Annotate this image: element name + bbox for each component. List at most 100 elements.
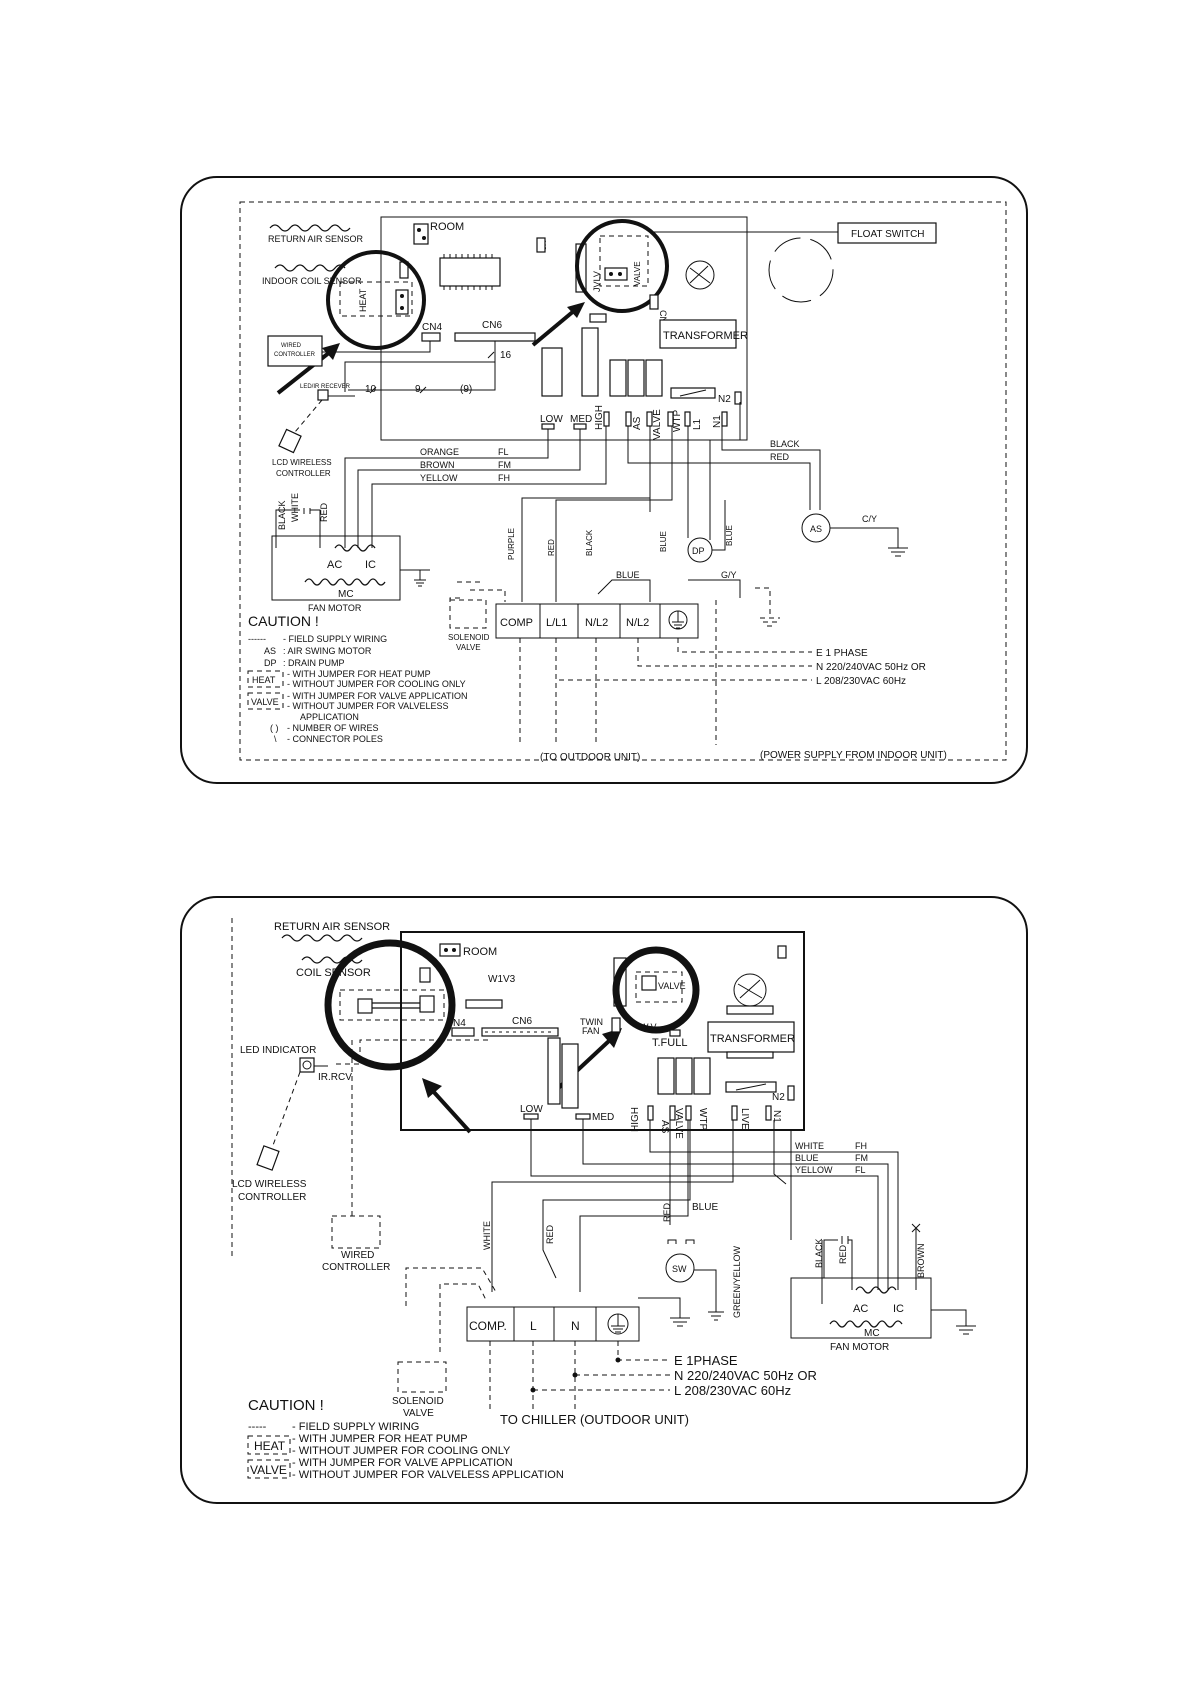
diagram2-t-live-text: LIVE bbox=[739, 1108, 750, 1130]
diagram1-tb-nl2b-text: N/L2 bbox=[626, 617, 649, 629]
diagram1-blue-v2-text: BLUE bbox=[725, 525, 734, 546]
diagram1-solenoid-l2-text: VALVE bbox=[456, 643, 481, 652]
diagram2-blue-h-text: BLUE bbox=[692, 1202, 718, 1213]
diagram1-legend-1-sym-text: ------ bbox=[248, 634, 266, 644]
diagram1-red-v-text: RED bbox=[547, 539, 556, 556]
diagram1-lcd-l2-text: CONTROLLER bbox=[276, 469, 331, 478]
fan-motor-label-1: FAN MOTOR bbox=[308, 603, 362, 613]
diagram2-t-med-text: MED bbox=[592, 1112, 614, 1123]
diagram1-legend-8-sym-text: ( ) bbox=[270, 723, 279, 733]
diagram2-twin-fan-l1-text: TWIN bbox=[580, 1017, 603, 1027]
cn4-label: CN4 bbox=[422, 322, 442, 333]
diagram1-legend-5-text: - WITHOUT JUMPER FOR COOLING ONLY bbox=[287, 679, 466, 689]
diagram2-legend-1-text: - FIELD SUPPLY WIRING bbox=[292, 1421, 419, 1433]
diagram2-brown-text: BROWN bbox=[916, 1244, 926, 1279]
diagram1-blue-h-text: BLUE bbox=[616, 570, 640, 580]
diagram2-t-high-text: HIGH bbox=[630, 1107, 641, 1132]
float-switch-box bbox=[837, 222, 937, 244]
transformer-box bbox=[659, 319, 737, 349]
diagram2-blue-text: BLUE bbox=[795, 1153, 819, 1163]
diagram1-yellow-text: YELLOW bbox=[420, 473, 458, 483]
diagram1-purple-text: PURPLE bbox=[507, 528, 516, 560]
diagram1-fm-text: FM bbox=[498, 460, 511, 470]
led-indicator-label: LED INDICATOR bbox=[240, 1045, 316, 1056]
diagram1-white-fm-text: WHITE bbox=[290, 493, 300, 522]
diagram2-green-yellow-text: GREEN/YELLOW bbox=[732, 1245, 742, 1318]
wired-controller-box-2 bbox=[331, 1215, 381, 1249]
diagram2-legend-3-text: - WITHOUT JUMPER FOR COOLING ONLY bbox=[292, 1445, 511, 1457]
diagram2-w1v3-text: W1V3 bbox=[488, 974, 516, 985]
diagram2-t-as-text: AS bbox=[659, 1120, 670, 1134]
diagram1-t-as-text: AS bbox=[632, 416, 643, 430]
heat-jumper-highlight-circle bbox=[326, 250, 426, 350]
diagram1-legend-7b-text: APPLICATION bbox=[300, 712, 359, 722]
caution-title-2: CAUTION ! bbox=[248, 1397, 324, 1414]
diagram2-black-text: BLACK bbox=[814, 1238, 824, 1268]
cn6-label: CN6 bbox=[482, 320, 502, 331]
solenoid-valve-1 bbox=[449, 599, 487, 629]
diagram1-n-line-text: N 220/240VAC 50Hz OR bbox=[816, 662, 926, 673]
diagram1-mc-text: MC bbox=[338, 589, 354, 600]
diagram2-white-v-text: WHITE bbox=[482, 1221, 492, 1250]
diagram2-tb-l-text: L bbox=[530, 1319, 537, 1333]
diagram1-t-l1-text: L1 bbox=[692, 418, 703, 430]
diagram2-room-text: ROOM bbox=[463, 946, 497, 958]
wired-controller-box bbox=[267, 335, 323, 367]
valve-jumper-highlight-circle-2 bbox=[612, 946, 700, 1034]
diagram1-legend-3-sym-text: DP bbox=[264, 658, 277, 668]
diagram2-solenoid-l2-text: VALVE bbox=[403, 1408, 434, 1419]
diagram2-fm-text: FM bbox=[855, 1153, 868, 1163]
diagram1-cy-text: C/Y bbox=[862, 514, 877, 524]
diagram2-tb-comp-text: COMP. bbox=[469, 1319, 507, 1333]
diagram2-yellow-text: YELLOW bbox=[795, 1165, 833, 1175]
diagram1-legend-1-text: - FIELD SUPPLY WIRING bbox=[283, 634, 387, 644]
diagram1-w16-text: 16 bbox=[500, 350, 512, 361]
diagram1-black-fm-text: BLACK bbox=[277, 500, 287, 530]
transformer-box-2 bbox=[707, 1021, 795, 1053]
diagram2-ir-rcv-text: IR.RCV bbox=[318, 1072, 352, 1083]
diagram1-fh-text: FH bbox=[498, 473, 510, 483]
diagram1-valve-box-text: VALVE bbox=[251, 697, 279, 707]
diagram1-red-text: RED bbox=[770, 452, 790, 462]
diagram2-wv-text: W.V bbox=[640, 1022, 657, 1032]
diagram1-red-fm-text: RED bbox=[319, 502, 329, 522]
diagram2-legend-1-sym-text: ----- bbox=[248, 1421, 267, 1433]
diagram2-legend-4-text: - WITH JUMPER FOR VALVE APPLICATION bbox=[292, 1457, 513, 1469]
diagram1-tb-nl2a-text: N/L2 bbox=[585, 617, 608, 629]
heat-jumper-label: HEAT bbox=[358, 288, 368, 312]
diagram1-solenoid-l1-text: SOLENOID bbox=[448, 633, 490, 642]
power-supply-label: (POWER SUPPLY FROM INDOOR UNIT) bbox=[760, 750, 947, 761]
diagram1-black-v-text: BLACK bbox=[585, 529, 594, 556]
pcb-board bbox=[380, 216, 748, 441]
to-outdoor-unit-label: (TO OUTDOOR UNIT) bbox=[540, 752, 640, 763]
diagram1-legend-2-sym-text: AS bbox=[264, 646, 276, 656]
diagram1-cn3-text: CN3 bbox=[658, 310, 668, 328]
return-air-sensor-label: RETURN AIR SENSOR bbox=[268, 234, 364, 244]
diagram1-tb-l1-text: L/L1 bbox=[546, 617, 567, 629]
diagram1-legend-4-text: - WITH JUMPER FOR HEAT PUMP bbox=[287, 669, 431, 679]
solenoid-valve-2 bbox=[397, 1361, 447, 1393]
diagram2-cn4-text: N4 bbox=[453, 1018, 466, 1029]
pcb-board-2 bbox=[400, 931, 805, 1131]
diagram1-w10-text: 10 bbox=[365, 384, 377, 395]
return-air-sensor-label-2: RETURN AIR SENSOR bbox=[274, 921, 390, 933]
to-chiller-label: TO CHILLER (OUTDOOR UNIT) bbox=[500, 1412, 689, 1427]
diagram1-ic-text: IC bbox=[365, 559, 376, 571]
diagram1-tb-comp-text: COMP bbox=[500, 617, 533, 629]
diagram-1: ROOM RETURN AIR SENSOR INDOOR COIL SENSO… bbox=[180, 176, 1028, 784]
diagram2-wired-l1-text: WIRED bbox=[341, 1250, 374, 1261]
diagram2-white-text: WHITE bbox=[795, 1141, 824, 1151]
diagram2-t-low-text: LOW bbox=[520, 1104, 543, 1115]
diagram1-l-line-text: L 208/230VAC 60Hz bbox=[816, 676, 906, 687]
diagram1-e-phase-text: E 1 PHASE bbox=[816, 648, 868, 659]
diagram2-ac-text: AC bbox=[853, 1303, 868, 1315]
diagram1-legend-3-text: : DRAIN PUMP bbox=[283, 658, 345, 668]
diagram1-heat-box-text: HEAT bbox=[252, 675, 276, 685]
heat-jumper-arrow-2 bbox=[430, 1088, 472, 1134]
diagram2-t-wtp-text: WTP bbox=[697, 1108, 708, 1131]
diagram2-t-n1-text: N1 bbox=[771, 1110, 782, 1123]
diagram-2-frame bbox=[180, 896, 1028, 1504]
fan-motor-label-2: FAN MOTOR bbox=[830, 1342, 889, 1353]
diagram1-t-wtp-text: WTP bbox=[672, 409, 683, 432]
